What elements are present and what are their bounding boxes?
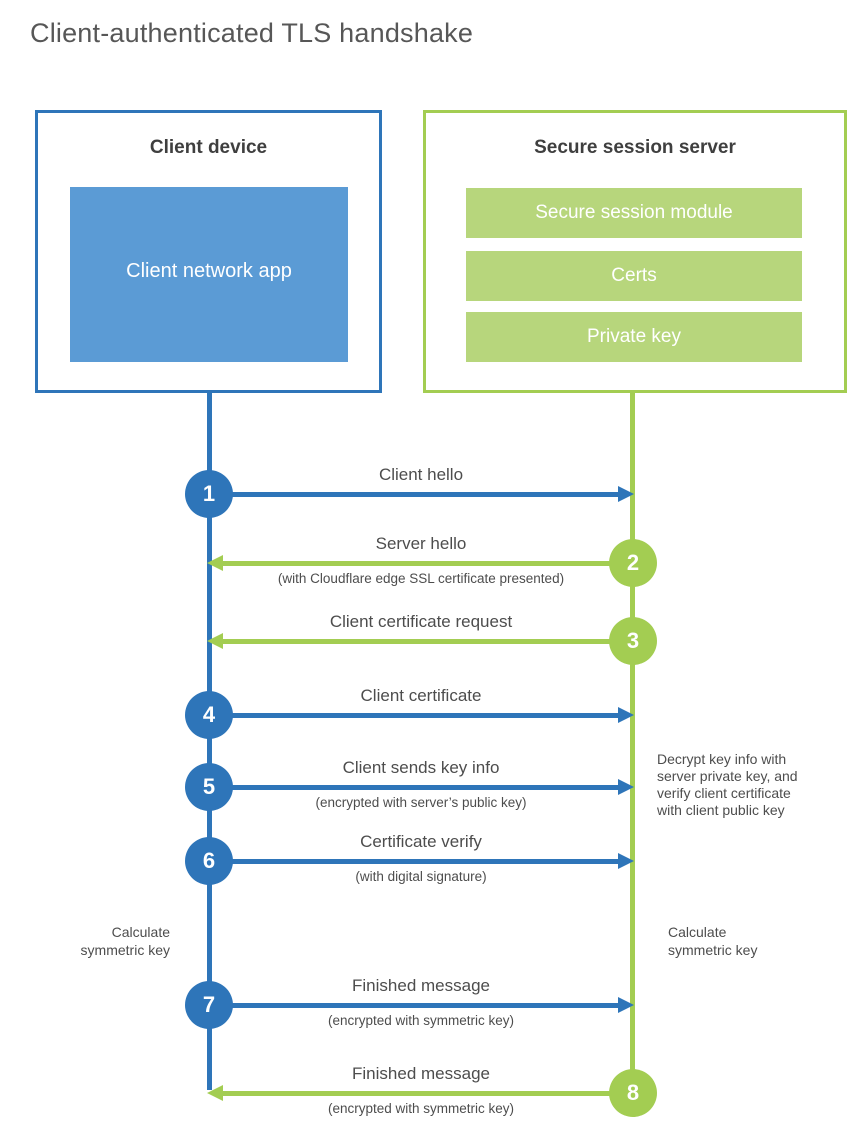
message-1-arrow-right-icon bbox=[212, 486, 634, 502]
client-network-app-label: Client network app bbox=[126, 259, 292, 282]
page-title: Client-authenticated TLS handshake bbox=[30, 18, 474, 48]
message-6-label: Certificate verify bbox=[360, 832, 482, 851]
server-module-certs: Certs bbox=[466, 251, 802, 301]
message-8-sublabel: (encrypted with symmetric key) bbox=[327, 1101, 515, 1116]
step-2-circle: 2 bbox=[609, 539, 657, 587]
message-5-label: Client sends key info bbox=[342, 758, 500, 777]
message-4-arrow-right-icon bbox=[212, 707, 634, 723]
message-2-arrow-left-icon bbox=[207, 555, 631, 571]
server-module-private-key: Private key bbox=[466, 312, 802, 362]
step-1-circle: 1 bbox=[185, 470, 233, 518]
step-5-circle: 5 bbox=[185, 763, 233, 811]
message-1-label: Client hello bbox=[378, 465, 464, 484]
server-lifeline bbox=[630, 393, 635, 1093]
step-4-circle: 4 bbox=[185, 691, 233, 739]
client-lifeline bbox=[207, 393, 212, 1090]
step-6-circle: 6 bbox=[185, 837, 233, 885]
client-device-title: Client device bbox=[149, 137, 268, 158]
message-4-label: Client certificate bbox=[360, 686, 482, 705]
client-device-box: Client device Client network app bbox=[35, 110, 382, 393]
message-5-arrow-right-icon bbox=[212, 779, 634, 795]
message-8-arrow-left-icon bbox=[207, 1085, 631, 1101]
server-calculate-symmetric-key-note: Calculate symmetric key bbox=[668, 924, 758, 958]
message-6-arrow-right-icon bbox=[212, 853, 634, 869]
server-module-secure-session: Secure session module bbox=[466, 188, 802, 238]
client-calculate-symmetric-key-note: Calculate symmetric key bbox=[80, 924, 170, 958]
server-decrypt-note: Decrypt key info with server private key… bbox=[657, 751, 798, 818]
message-6-sublabel: (with digital signature) bbox=[355, 869, 487, 884]
message-7-label: Finished message bbox=[352, 976, 490, 995]
message-2-sublabel: (with Cloudflare edge SSL certificate pr… bbox=[277, 571, 565, 586]
step-3-circle: 3 bbox=[609, 617, 657, 665]
step-8-circle: 8 bbox=[609, 1069, 657, 1117]
secure-session-server-box: Secure session server Secure session mod… bbox=[423, 110, 847, 393]
message-5-sublabel: (encrypted with server’s public key) bbox=[315, 795, 527, 810]
secure-session-server-title: Secure session server bbox=[534, 137, 736, 158]
message-3-arrow-left-icon bbox=[207, 633, 631, 649]
client-network-app-box: Client network app bbox=[70, 187, 348, 362]
message-7-sublabel: (encrypted with symmetric key) bbox=[327, 1013, 515, 1028]
message-8-label: Finished message bbox=[352, 1064, 490, 1083]
message-7-arrow-right-icon bbox=[212, 997, 634, 1013]
message-3-label: Client certificate request bbox=[329, 612, 513, 631]
step-7-circle: 7 bbox=[185, 981, 233, 1029]
message-2-label: Server hello bbox=[375, 534, 467, 553]
